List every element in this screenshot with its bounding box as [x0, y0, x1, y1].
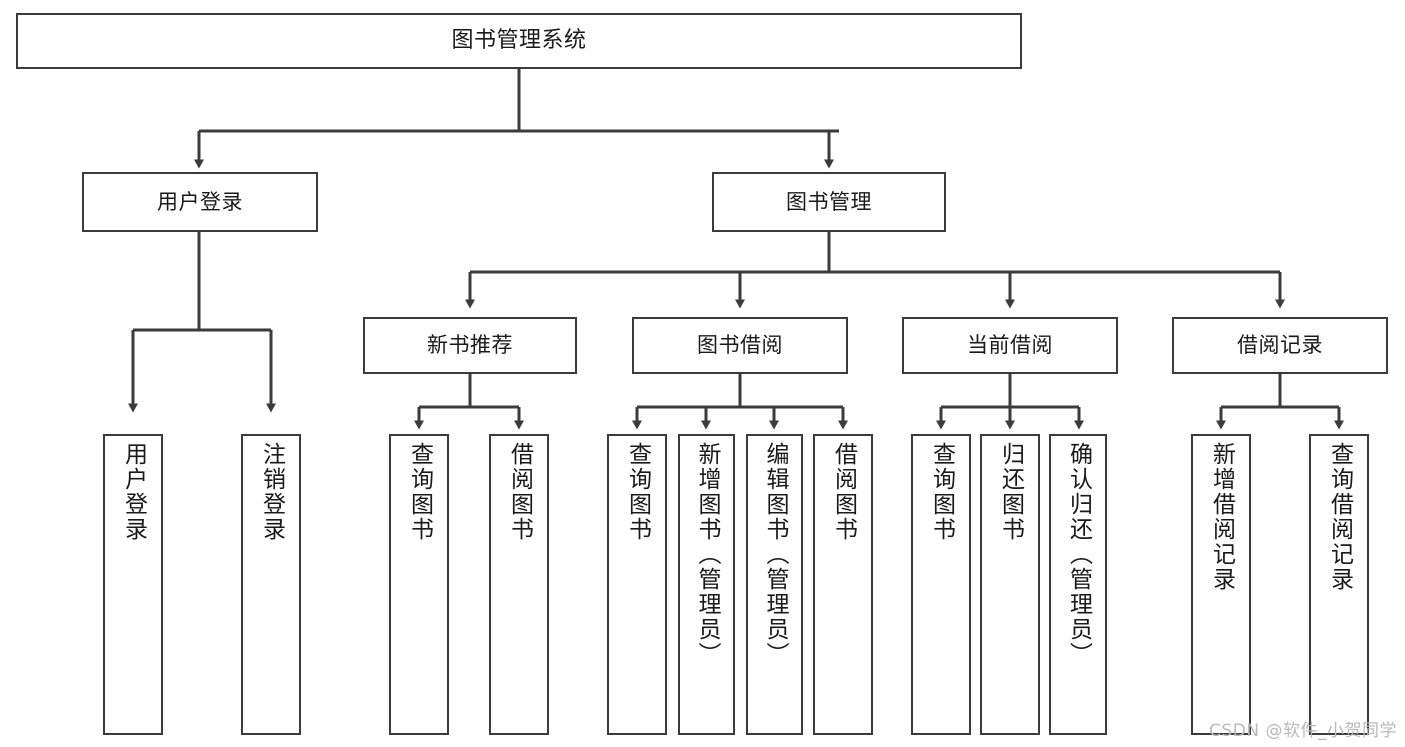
- node-leaf-add-book[interactable]: 新增图书（管理员）: [678, 434, 735, 735]
- node-label: 查询图书: [406, 442, 433, 542]
- node-leaf-borrow-book-2[interactable]: 借阅图书: [813, 434, 873, 735]
- node-label: 当前借阅: [967, 333, 1053, 358]
- node-label: 图书管理: [786, 189, 872, 214]
- node-label: 用户登录: [120, 442, 147, 542]
- node-leaf-query-book-1[interactable]: 查询图书: [389, 434, 449, 735]
- node-label: 新书推荐: [427, 333, 513, 358]
- node-label: 查询借阅记录: [1326, 442, 1353, 592]
- node-leaf-query-book-3[interactable]: 查询图书: [911, 434, 971, 735]
- node-leaf-return-book[interactable]: 归还图书: [980, 434, 1040, 735]
- node-leaf-confirm-return[interactable]: 确认归还（管理员）: [1049, 434, 1107, 735]
- node-leaf-query-record[interactable]: 查询借阅记录: [1309, 434, 1369, 735]
- node-new-book-rec[interactable]: 新书推荐: [363, 317, 577, 374]
- node-label: 图书管理系统: [451, 28, 587, 54]
- node-book-manage[interactable]: 图书管理: [712, 172, 946, 232]
- node-leaf-borrow-book-1[interactable]: 借阅图书: [489, 434, 549, 735]
- node-label: 归还图书: [997, 442, 1024, 542]
- node-borrow-record[interactable]: 借阅记录: [1172, 317, 1388, 374]
- node-label: 图书借阅: [697, 333, 783, 358]
- node-label: 借阅记录: [1237, 333, 1323, 358]
- node-user-login[interactable]: 用户登录: [82, 172, 318, 232]
- node-label: 新增图书（管理员）: [694, 442, 720, 667]
- watermark-text: CSDN @软件_小贺同学: [1209, 721, 1397, 741]
- node-label: 借阅图书: [830, 442, 857, 542]
- node-label: 查询图书: [624, 442, 651, 542]
- node-leaf-add-record[interactable]: 新增借阅记录: [1191, 434, 1251, 735]
- node-label: 新增借阅记录: [1208, 442, 1235, 592]
- node-label: 用户登录: [157, 189, 243, 214]
- node-label: 注销登录: [258, 442, 285, 542]
- node-current-borrow[interactable]: 当前借阅: [902, 317, 1118, 374]
- node-leaf-query-book-2[interactable]: 查询图书: [607, 434, 667, 735]
- node-label: 借阅图书: [506, 442, 533, 542]
- node-leaf-edit-book[interactable]: 编辑图书（管理员）: [746, 434, 803, 735]
- node-label: 确认归还（管理员）: [1065, 442, 1092, 667]
- node-root-system[interactable]: 图书管理系统: [16, 13, 1022, 69]
- node-book-borrow[interactable]: 图书借阅: [632, 317, 848, 374]
- node-leaf-user-login[interactable]: 用户登录: [103, 434, 163, 735]
- node-label: 查询图书: [928, 442, 955, 542]
- node-leaf-logout[interactable]: 注销登录: [241, 434, 301, 735]
- node-label: 编辑图书（管理员）: [762, 442, 788, 667]
